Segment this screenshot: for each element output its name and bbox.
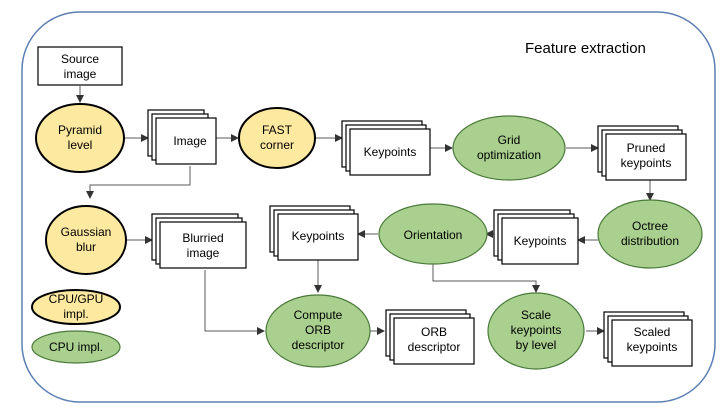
grid-optimization-line-2: optimization [477, 148, 541, 162]
scaled-keypoints-line-2: keypoints [627, 340, 678, 354]
orb-descriptor-line-1: ORB [421, 325, 447, 339]
keypoints-2-label: Keypoints [514, 234, 567, 248]
pyramid-level-node: Pyramid level [35, 103, 125, 173]
legend-cpu: CPU impl. [31, 330, 121, 364]
edges [76, 86, 654, 335]
fast-corner-node: FAST corner [238, 107, 316, 169]
orientation-node: Orientation [378, 203, 488, 265]
blurried-image-line-1: Blurried [182, 231, 223, 245]
compute-orb-line-3: descriptor [292, 338, 345, 352]
source-image-line-1: Source [61, 52, 99, 66]
scale-keypoints-line-2: keypoints [511, 323, 562, 337]
orb-descriptor-line-2: descriptor [408, 340, 461, 354]
legend-cpu-label: CPU impl. [49, 340, 103, 354]
source-image-line-2: image [64, 67, 97, 81]
fast-corner-line-1: FAST [262, 123, 293, 137]
compute-orb-line-1: Compute [294, 308, 343, 322]
octree-distribution-line-1: Octree [632, 219, 668, 233]
compute-orb-node: Compute ORB descriptor [265, 294, 371, 368]
keypoints-node-3: Keypoints [269, 205, 359, 261]
scale-keypoints-node: Scale keypoints by level [487, 292, 585, 370]
image-label: Image [173, 134, 207, 148]
orb-descriptor-node: ORB descriptor [385, 309, 475, 365]
gaussian-blur-node: Gaussian blur [45, 205, 127, 275]
pyramid-level-line-1: Pyramid [58, 123, 102, 137]
blurried-image-line-2: image [187, 246, 220, 260]
legend: CPU/GPU impl. CPU impl. [31, 289, 121, 364]
image-node: Image [147, 109, 217, 165]
octree-distribution-node: Octree distribution [597, 199, 703, 269]
diagram-title: Feature extraction [525, 40, 646, 57]
keypoints-1-label: Keypoints [364, 145, 417, 159]
fast-corner-line-2: corner [260, 138, 294, 152]
grid-optimization-node: Grid optimization [452, 115, 566, 181]
keypoints-node-2: Keypoints [493, 209, 579, 265]
pruned-keypoints-line-1: Pruned [627, 141, 666, 155]
pyramid-level-line-2: level [68, 138, 93, 152]
source-image-node: Source image [37, 46, 123, 86]
blurried-image-node: Blurried image [151, 213, 247, 269]
scale-keypoints-line-3: by level [516, 338, 557, 352]
keypoints-3-label: Keypoints [292, 229, 345, 243]
octree-distribution-line-2: distribution [621, 234, 679, 248]
scale-keypoints-line-1: Scale [521, 308, 551, 322]
legend-cpu-gpu-line-1: CPU/GPU [49, 292, 104, 306]
pruned-keypoints-line-2: keypoints [621, 156, 672, 170]
outer-frame [21, 11, 716, 403]
gaussian-blur-line-1: Gaussian [61, 225, 112, 239]
pruned-keypoints-node: Pruned keypoints [597, 125, 687, 181]
grid-optimization-line-1: Grid [498, 133, 521, 147]
keypoints-node-1: Keypoints [341, 120, 431, 176]
scaled-keypoints-line-1: Scaled [634, 325, 671, 339]
compute-orb-line-2: ORB [305, 323, 331, 337]
legend-cpu-gpu: CPU/GPU impl. [31, 289, 121, 325]
legend-cpu-gpu-line-2: impl. [63, 307, 88, 321]
gaussian-blur-line-2: blur [76, 240, 96, 254]
scaled-keypoints-node: Scaled keypoints [603, 311, 693, 367]
orientation-label: Orientation [404, 228, 463, 242]
